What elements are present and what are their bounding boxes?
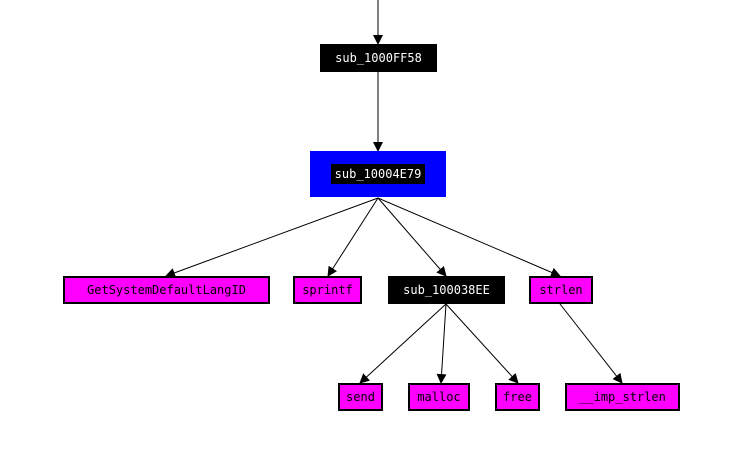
node-label: free [503, 390, 532, 404]
node-label: sub_1000FF58 [335, 51, 422, 65]
node-label: malloc [417, 390, 461, 404]
node-label: sub_10004E79 [330, 164, 426, 184]
node-label: __imp_strlen [579, 390, 666, 404]
node-label: sprintf [302, 283, 353, 297]
edge-sub-100038ee-to-malloc [436, 303, 447, 384]
edge-sub-10004e79-to-strlen [377, 197, 561, 278]
node-free[interactable]: free [495, 383, 540, 411]
edge-sub-10004e79-to-sprintf [327, 197, 379, 277]
edge-sub-100038ee-to-send [359, 303, 447, 384]
node-sprintf[interactable]: sprintf [293, 276, 362, 304]
node-send[interactable]: send [338, 383, 383, 411]
node-label: strlen [539, 283, 583, 297]
node-label: send [346, 390, 375, 404]
node-label: sub_100038EE [403, 283, 490, 297]
edge-strlen-to-imp-strlen [559, 303, 623, 384]
node-getsystemdefaultlangid[interactable]: GetSystemDefaultLangID [63, 276, 270, 304]
node-label: GetSystemDefaultLangID [87, 283, 246, 297]
edge-sub-10004e79-to-getsystemdefaultlangid [165, 197, 379, 278]
node-malloc[interactable]: malloc [408, 383, 470, 411]
node-imp-strlen[interactable]: __imp_strlen [565, 383, 680, 411]
node-strlen[interactable]: strlen [529, 276, 593, 304]
node-sub-10004e79-selected[interactable]: sub_10004E79 [310, 151, 446, 197]
node-sub-1000ff58[interactable]: sub_1000FF58 [320, 44, 437, 72]
edge-sub-100038ee-to-free [445, 303, 519, 384]
node-sub-100038ee[interactable]: sub_100038EE [388, 276, 505, 304]
edge-sub-10004e79-to-sub-100038ee [377, 197, 447, 277]
